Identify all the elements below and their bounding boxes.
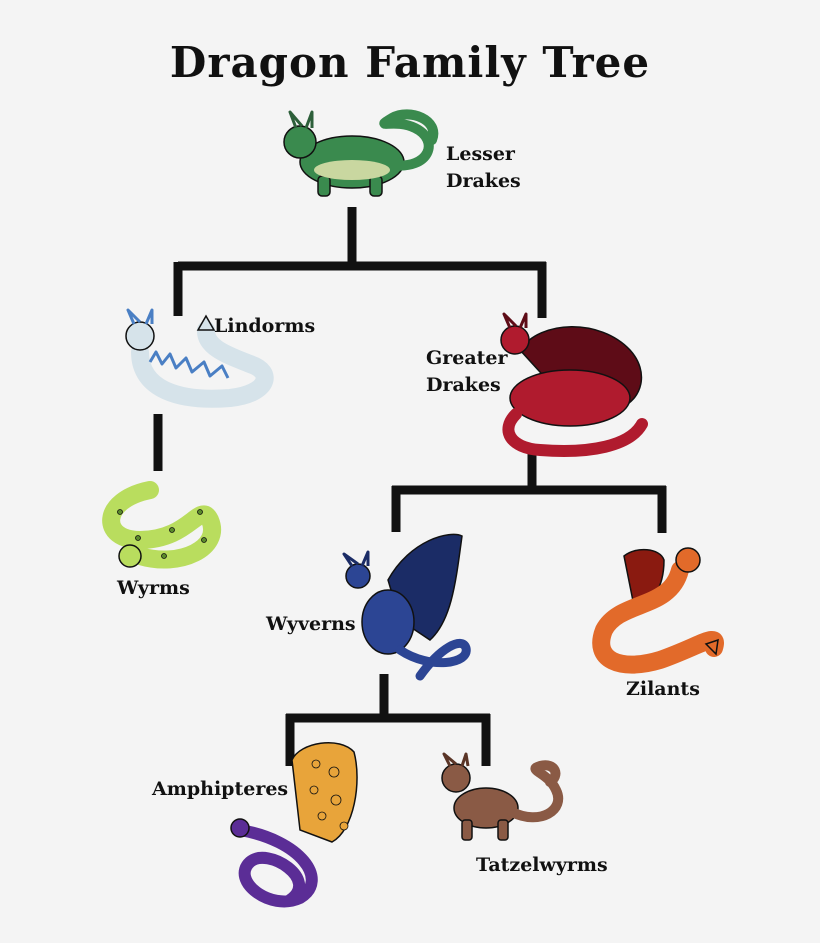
diagram-title: Dragon Family Tree	[169, 38, 651, 87]
node-label-zilants: Zilants	[626, 678, 700, 700]
dragon-wyrms-spots	[117, 509, 207, 559]
dragon-tatzelwyrms-leg-1	[461, 819, 473, 841]
dragon-illustration-amphipteres	[230, 741, 358, 908]
dragon-tatzelwyrms-head	[441, 763, 471, 793]
dragon-tatzelwyrms-leg-2	[497, 819, 509, 841]
connector-greater-to-children	[391, 446, 667, 533]
dragon-wyverns-horns	[342, 550, 370, 567]
dragon-illustration-lesser-drakes	[283, 109, 439, 197]
tree-connectors	[153, 207, 667, 766]
dragon-illustration-wyrms	[102, 481, 221, 569]
dragon-lesser-drakes-leg-1	[317, 175, 331, 197]
dragon-greater-drakes-tail	[502, 408, 648, 457]
dragon-illustration-lindorms	[125, 308, 274, 408]
dragon-wyrms-head	[118, 544, 142, 568]
dragon-zilants-head	[675, 547, 701, 573]
dragon-lesser-drakes-leg-2	[369, 175, 383, 197]
connector-wyverns-to-children	[285, 674, 491, 766]
dragon-lesser-drakes-belly	[314, 160, 390, 180]
dragon-amphipteres-body	[234, 824, 318, 908]
node-label-amphipteres: Amphipteres	[152, 778, 289, 800]
dragon-greater-drakes-horns	[502, 312, 528, 329]
dragon-wyverns-head	[345, 563, 371, 589]
node-label-greater-drakes: Greater Drakes	[426, 347, 508, 396]
dragon-lindorms-tail-tip	[196, 314, 216, 331]
node-label-tatzelwyrms: Tatzelwyrms	[476, 854, 608, 876]
dragon-illustration-tatzelwyrms	[441, 752, 563, 841]
dragon-wyverns-body	[361, 589, 415, 655]
dragon-wyverns-tail	[395, 638, 471, 681]
dragon-tatzelwyrms-horns	[442, 752, 470, 767]
dragon-tatzelwyrms-body	[453, 787, 519, 829]
dragon-zilants-tail-tip	[704, 638, 719, 656]
node-label-wyverns: Wyverns	[266, 613, 356, 635]
dragon-wyrms-body	[102, 481, 221, 569]
node-label-lesser-drakes: Lesser Drakes	[446, 143, 521, 192]
dragon-zilants-body	[592, 561, 724, 674]
dragon-illustration-zilants	[592, 547, 724, 674]
dragon-lesser-drakes-horns	[288, 110, 314, 129]
dragon-lindorms-spikes	[148, 350, 230, 379]
dragon-lindorms-head	[125, 321, 155, 351]
dragon-amphipteres-head	[230, 818, 250, 838]
connector-lesser-to-children	[173, 207, 547, 318]
node-label-lindorms: Lindorms	[214, 315, 316, 337]
dragon-lindorms-body	[131, 321, 274, 408]
dragon-amphipteres-wing-spots	[309, 759, 349, 831]
dragon-lindorms-horns	[126, 308, 154, 325]
dragon-lesser-drakes-head	[283, 125, 317, 159]
dragon-lesser-drakes-tail	[379, 109, 439, 171]
dragon-tatzelwyrms-tail	[507, 760, 563, 823]
dragon-illustration-wyverns	[342, 533, 471, 681]
dragon-amphipteres-wing	[291, 741, 358, 843]
dragon-illustration-greater-drakes	[500, 312, 648, 457]
dragon-greater-drakes-body	[509, 369, 631, 427]
node-label-wyrms: Wyrms	[117, 577, 190, 599]
